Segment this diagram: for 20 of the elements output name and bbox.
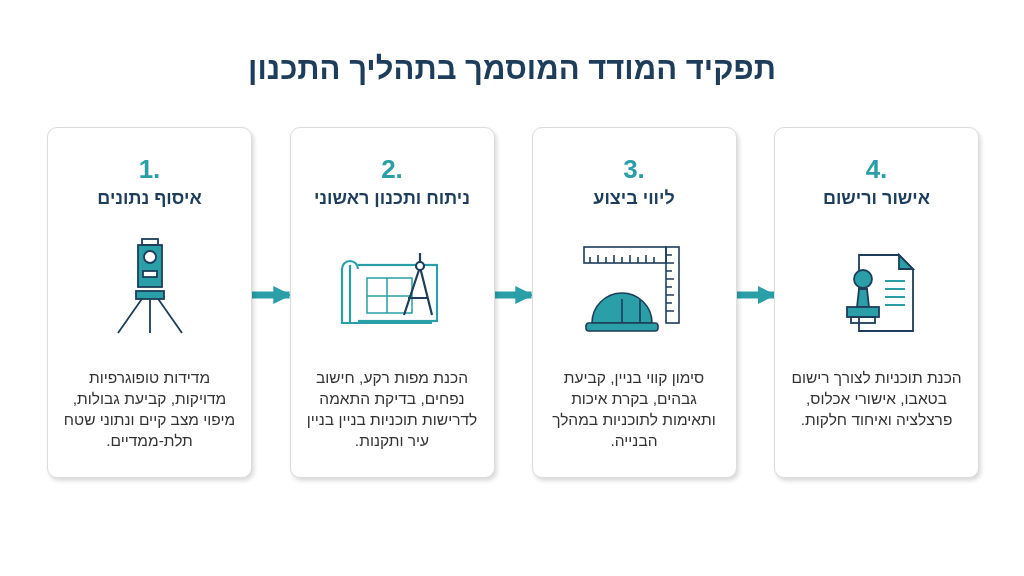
step-description: מדידות טופוגרפיות מדויקות, קביעת גבולות, מיפוי מצב קיים ונתוני שטח תלת-ממדיים. xyxy=(63,368,236,451)
step-card xyxy=(47,127,252,478)
step-number: 3. xyxy=(623,154,645,184)
arrow xyxy=(494,286,534,304)
step-description: הכנת מפות רקע, חישוב נפחים, בדיקת התאמה לדרישות תוכניות בניין בניין עיר ותקנות. xyxy=(305,368,479,451)
step-card xyxy=(531,127,737,478)
arrow xyxy=(252,286,292,304)
step-heading: אישור ורישום xyxy=(822,187,931,209)
step-description: הכנת תוכניות לצורך רישום בטאבו, אישורי אכלוס, פרצלציה ואיחוד חלקות. xyxy=(790,368,963,430)
title: תפקיד המודד המוסמך בתהליך התכנון xyxy=(248,50,776,88)
step-number: 2. xyxy=(381,154,403,184)
step-description: סימון קווי בניין, קביעת גבהים, בקרת איכות ותאימות לתוכניות במהלך הבנייה. xyxy=(551,368,717,451)
step-number: 1. xyxy=(138,154,161,184)
step-heading: איסוף נתונים xyxy=(97,187,202,209)
arrow xyxy=(736,286,776,304)
step-card xyxy=(774,127,979,478)
step-heading: ליווי ביצוע xyxy=(593,187,675,209)
step-heading: ניתוח ותכנון ראשוני xyxy=(313,187,471,209)
step-card xyxy=(289,127,495,478)
step-number: 4. xyxy=(865,154,888,184)
